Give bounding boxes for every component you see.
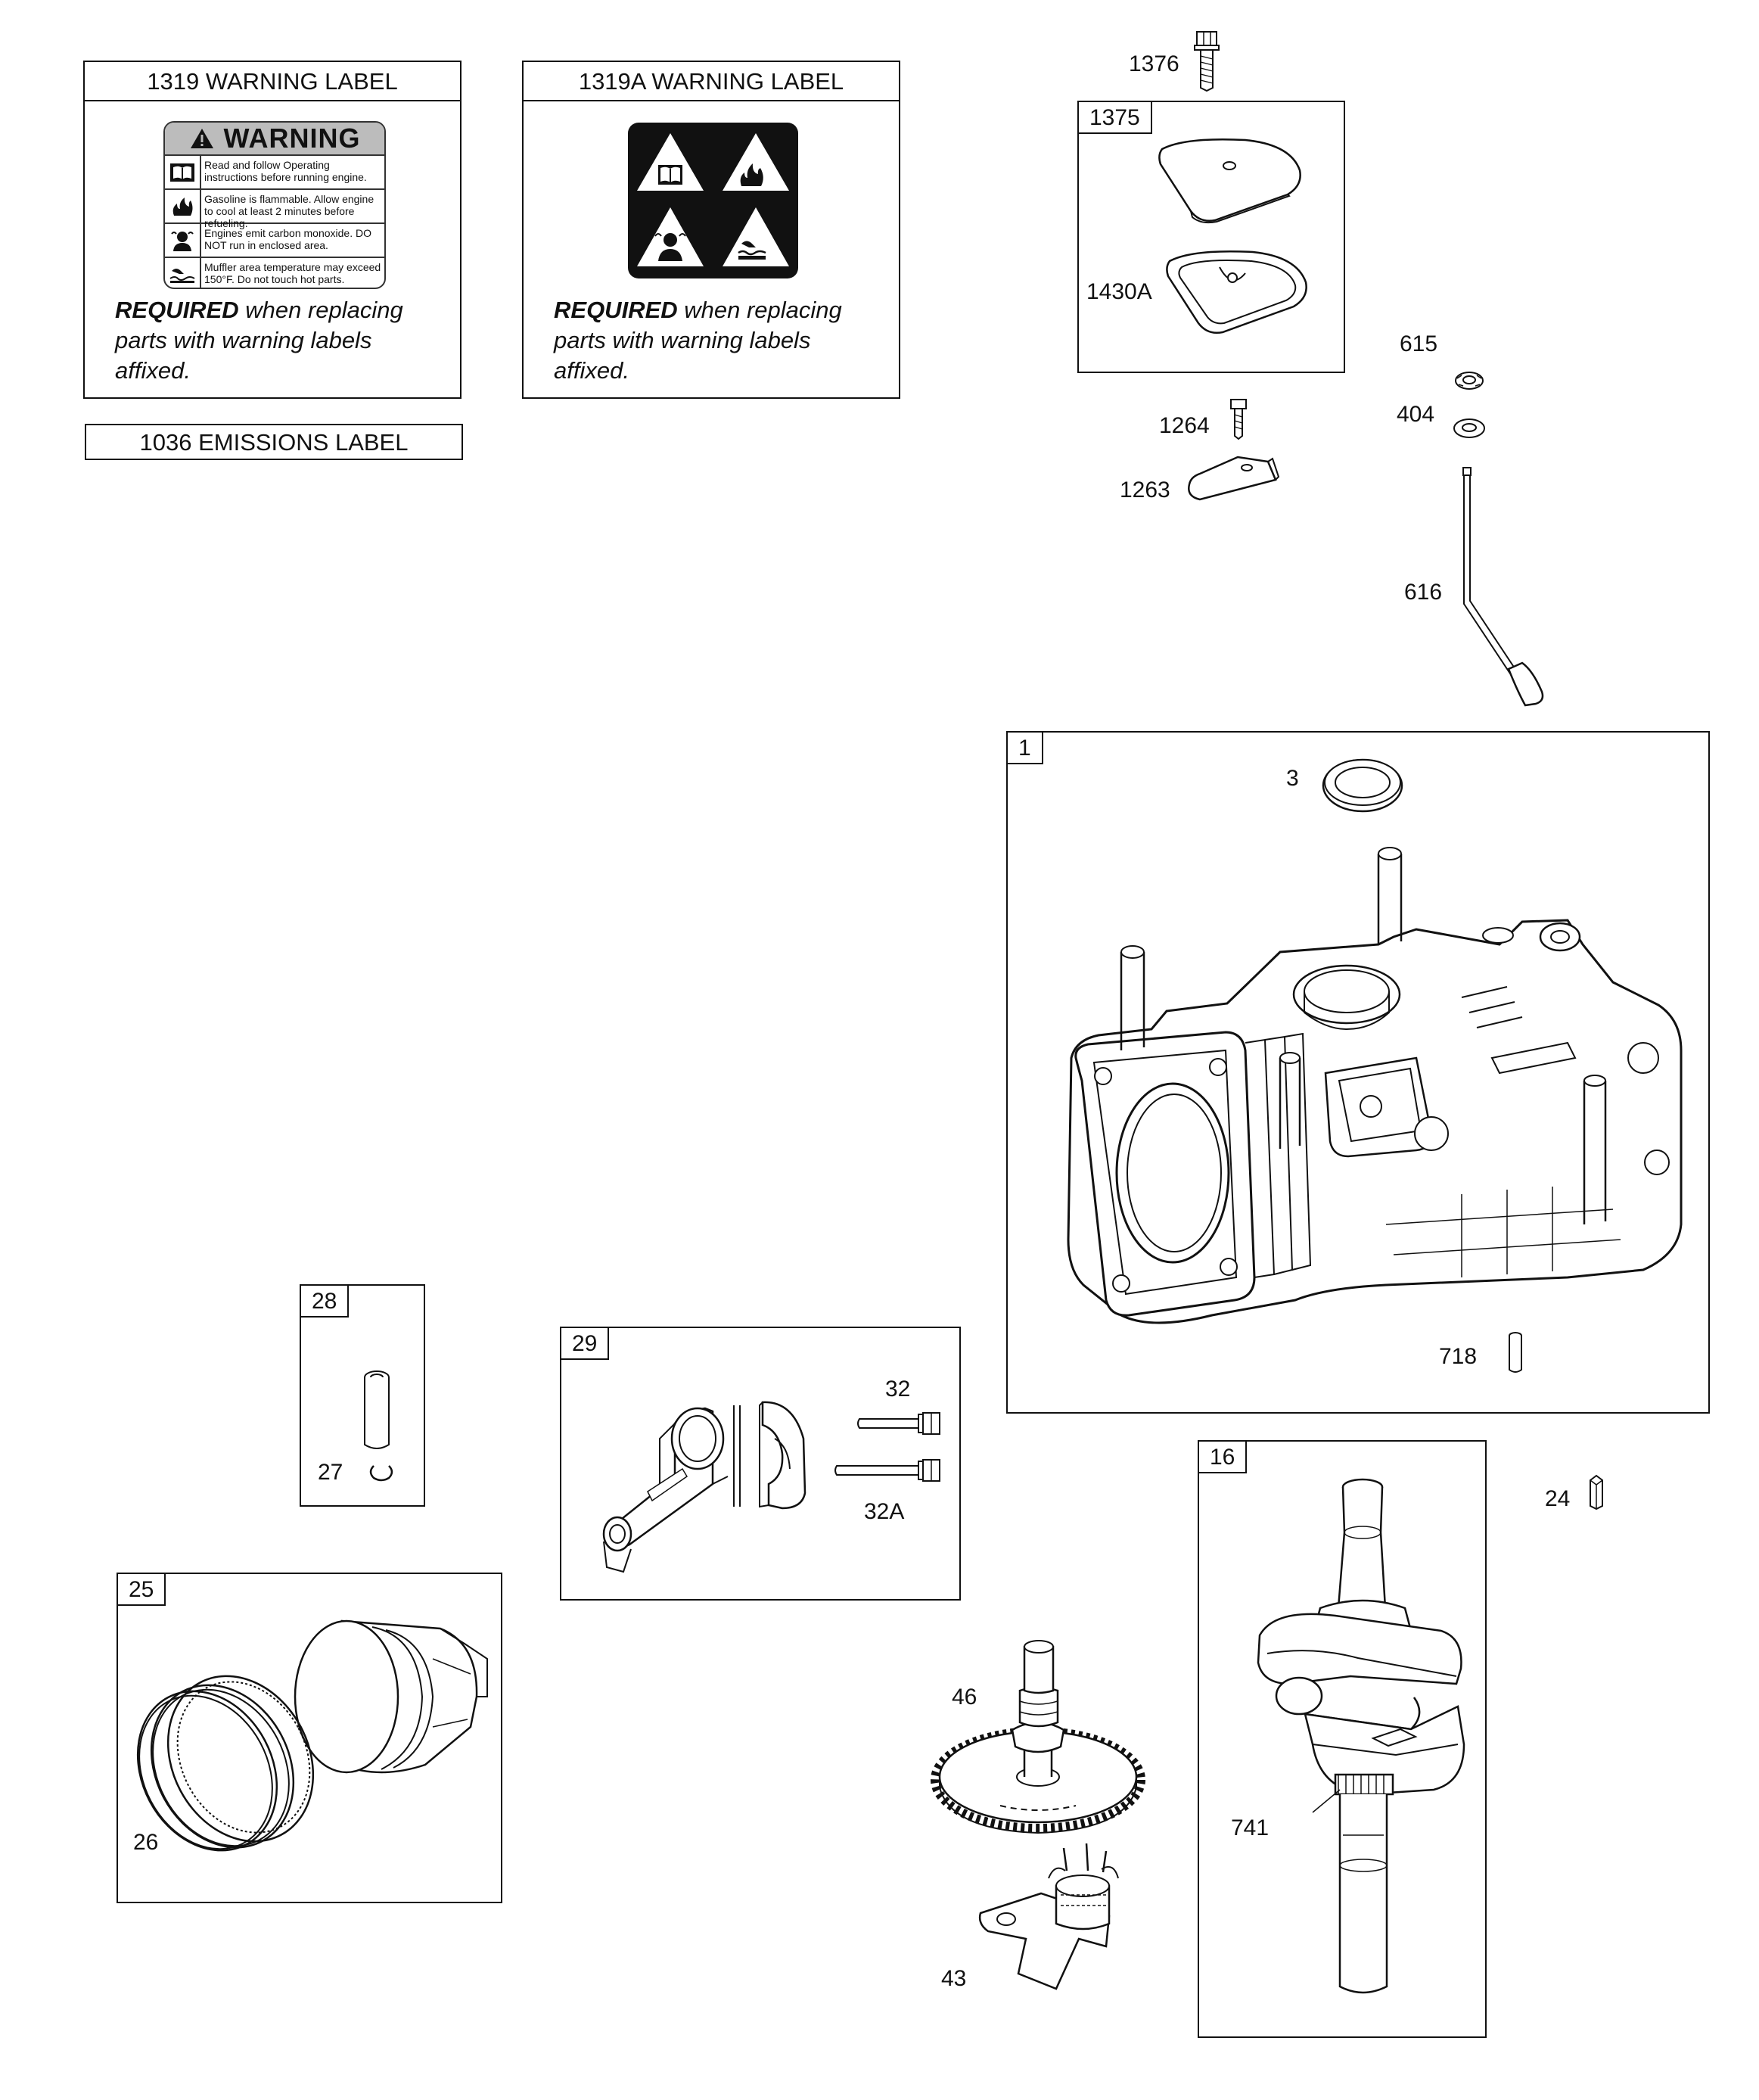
callout-1430a: 1430A — [1086, 279, 1152, 304]
camshaft-gear-46 — [928, 1616, 1147, 1843]
warning-label-1319-note: REQUIRED when replacing parts with warni… — [115, 295, 440, 386]
warning-decal: WARNING Read and follow Operating instru… — [163, 121, 386, 289]
manual-icon — [170, 163, 194, 182]
piston-pin-28 — [362, 1370, 392, 1452]
hot-surface-icon — [738, 241, 766, 260]
part-box-29: 29 32 32A — [560, 1327, 961, 1601]
callout-1376: 1376 — [1129, 51, 1179, 76]
manual-icon — [658, 165, 682, 185]
callout-1263: 1263 — [1120, 478, 1170, 502]
required-note-text: when replacing parts with warning labels… — [115, 297, 403, 384]
bracket-1263 — [1185, 454, 1280, 504]
emissions-label-box: 1036 EMISSIONS LABEL — [85, 424, 463, 460]
part-box-1: 1 3 — [1006, 731, 1710, 1414]
oil-seal-3 — [1321, 755, 1404, 813]
part-box-1-tag: 1 — [1008, 733, 1043, 764]
part-box-1375: 1375 1430A — [1077, 101, 1345, 373]
warning-label-1319a-note: REQUIRED when replacing parts with warni… — [554, 295, 879, 386]
key-24 — [1587, 1474, 1605, 1509]
exhaust-gas-icon — [655, 233, 685, 261]
warning-label-1319a-box: 1319A WARNING LABEL REQUIRED when replac… — [522, 61, 900, 399]
retaining-ring-27 — [366, 1461, 396, 1484]
callout-3: 3 — [1286, 766, 1299, 791]
warning-decal-line-2: Gasoline is flammable. Allow engine to c… — [204, 193, 374, 229]
warning-decal-header: WARNING — [165, 123, 384, 156]
callout-32a: 32A — [864, 1499, 905, 1524]
piston-25 — [289, 1613, 493, 1787]
part-box-25: 25 26 — [117, 1573, 502, 1903]
callout-26: 26 — [133, 1830, 159, 1855]
alert-triangle-icon — [190, 129, 213, 148]
warning-decal-header-text: WARNING — [223, 123, 361, 154]
part-box-16: 16 741 — [1198, 1440, 1487, 2038]
engine-block-1 — [1038, 831, 1704, 1346]
warning-label-1319a-title: 1319A WARNING LABEL — [524, 62, 899, 101]
piston-rings-26 — [138, 1665, 342, 1854]
screw-1264 — [1229, 398, 1248, 440]
part-box-25-tag: 25 — [118, 1574, 166, 1606]
warning-decal-row: Muffler area temperature may exceed 150°… — [165, 258, 384, 288]
callout-741: 741 — [1231, 1815, 1270, 1840]
dowel-pin-718 — [1507, 1332, 1524, 1374]
callout-718: 718 — [1439, 1344, 1478, 1369]
governor-43 — [973, 1840, 1155, 1992]
dipstick-616 — [1457, 465, 1555, 707]
fire-icon — [172, 197, 193, 216]
required-text: REQUIRED — [554, 297, 678, 323]
callout-32: 32 — [885, 1377, 911, 1402]
callout-616: 616 — [1404, 580, 1443, 605]
rod-bolt-32a — [834, 1455, 947, 1486]
warning-decal-row: Read and follow Operating instructions b… — [165, 156, 384, 190]
fire-icon — [740, 163, 763, 186]
callout-24: 24 — [1545, 1486, 1571, 1511]
callout-1264: 1264 — [1159, 413, 1210, 438]
cover-1375 — [1155, 132, 1306, 223]
part-box-1375-tag: 1375 — [1079, 102, 1152, 134]
exhaust-gas-icon — [171, 231, 194, 251]
warning-decal-row: Gasoline is flammable. Allow engine to c… — [165, 190, 384, 229]
part-box-28-tag: 28 — [301, 1286, 350, 1318]
connecting-rod-29 — [584, 1393, 811, 1582]
callout-27: 27 — [318, 1460, 343, 1485]
gasket-1430a — [1162, 246, 1313, 337]
warning-label-1319-box: 1319 WARNING LABEL WARNING Read and foll… — [83, 61, 462, 399]
warning-decal-line-1: Read and follow Operating instructions b… — [204, 159, 367, 183]
callout-615: 615 — [1400, 331, 1438, 356]
part-box-16-tag: 16 — [1199, 1442, 1248, 1473]
seal-615 — [1454, 369, 1484, 392]
warning-decal-line-4: Muffler area temperature may exceed 150°… — [204, 261, 381, 285]
callout-46: 46 — [952, 1685, 977, 1710]
part-box-28: 28 27 — [300, 1284, 425, 1507]
warning-label-1319-title: 1319 WARNING LABEL — [85, 62, 460, 101]
emissions-label-title: 1036 EMISSIONS LABEL — [139, 429, 409, 456]
callout-43: 43 — [941, 1966, 967, 1991]
hot-surface-icon — [169, 269, 195, 283]
warning-decal-row: Engines emit carbon monoxide. DO NOT run… — [165, 224, 384, 258]
rod-bolt-32 — [856, 1408, 947, 1439]
washer-404 — [1453, 416, 1486, 440]
bolt-1376 — [1194, 29, 1220, 92]
callout-404: 404 — [1397, 402, 1435, 427]
required-note-text: when replacing parts with warning labels… — [554, 297, 842, 384]
part-box-29-tag: 29 — [561, 1328, 610, 1360]
pictogram-decal — [628, 123, 798, 278]
required-text: REQUIRED — [115, 297, 239, 323]
warning-decal-line-3: Engines emit carbon monoxide. DO NOT run… — [204, 227, 371, 251]
crankshaft-16 — [1245, 1457, 1472, 2032]
